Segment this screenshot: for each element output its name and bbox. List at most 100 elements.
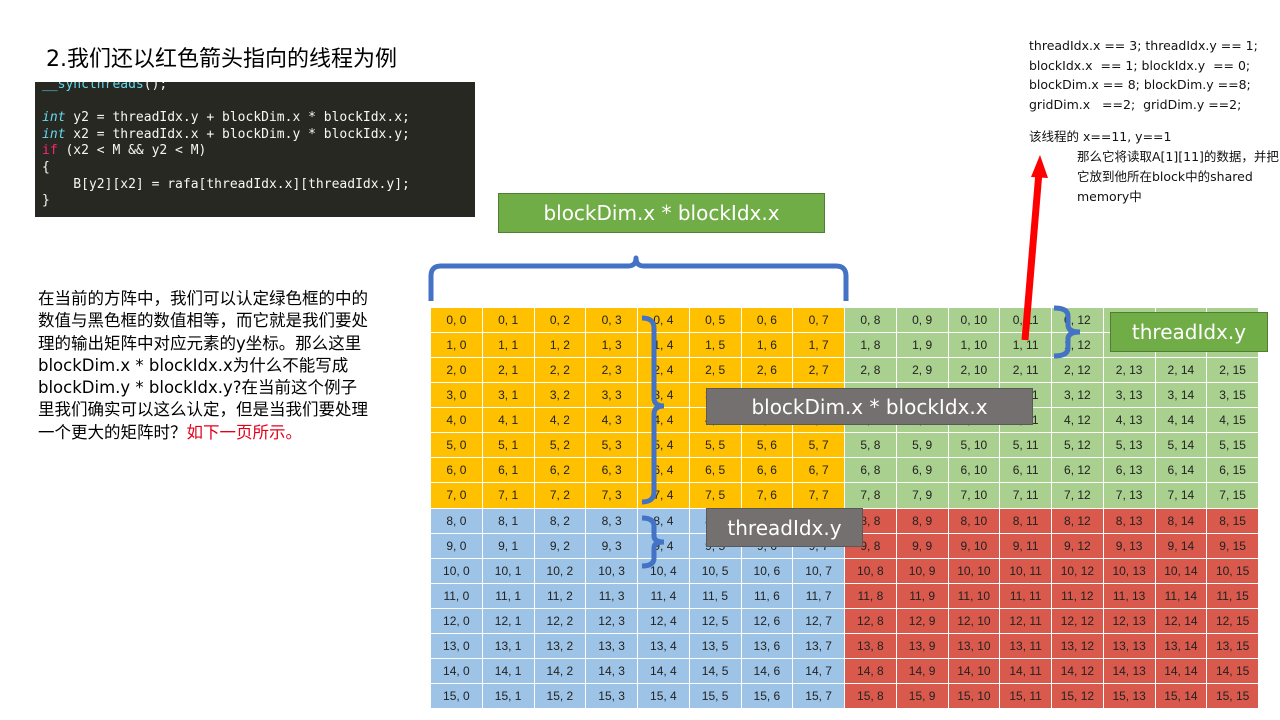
matrix-cell: 13, 12	[1052, 633, 1103, 658]
matrix-cell: 6, 3	[586, 458, 637, 483]
label-blockdim-blockidx-top: blockDim.x * blockIdx.x	[498, 193, 825, 233]
matrix-cell: 10, 13	[1103, 558, 1155, 583]
matrix-cell: 12, 12	[1052, 608, 1103, 633]
matrix-cell: 6, 4	[638, 458, 689, 483]
matrix-cell: 7, 6	[741, 483, 793, 508]
matrix-cell: 0, 11	[1000, 308, 1051, 333]
matrix-cell: 2, 14	[1155, 358, 1207, 383]
code-token: {	[42, 159, 50, 175]
matrix-cell: 13, 15	[1207, 633, 1258, 658]
matrix-cell: 14, 2	[534, 658, 586, 683]
matrix-cell: 11, 6	[741, 583, 793, 608]
matrix-cell: 0, 4	[638, 308, 689, 333]
info-line-grid-dim: gridDim.x ==2; gridDim.y ==2;	[1029, 96, 1242, 112]
matrix-cell: 4, 13	[1103, 408, 1155, 433]
matrix-cell: 1, 8	[845, 333, 896, 358]
matrix-cell: 0, 7	[793, 308, 844, 333]
matrix-cell: 4, 12	[1052, 408, 1103, 433]
matrix-cell: 11, 12	[1052, 583, 1103, 608]
matrix-cell: 9, 4	[638, 533, 689, 558]
matrix-cell: 0, 9	[896, 308, 948, 333]
matrix-cell: 15, 11	[1000, 683, 1051, 708]
matrix-cell: 5, 5	[689, 433, 741, 458]
code-token: if	[42, 143, 58, 159]
matrix-cell: 11, 15	[1207, 583, 1258, 608]
matrix-cell: 13, 4	[638, 633, 689, 658]
code-line	[42, 94, 475, 111]
matrix-cell: 13, 1	[482, 633, 534, 658]
matrix-cell: 2, 2	[534, 358, 586, 383]
matrix-cell: 11, 11	[1000, 583, 1051, 608]
matrix-cell: 13, 14	[1155, 633, 1207, 658]
matrix-cell: 14, 10	[948, 658, 1000, 683]
matrix-cell: 2, 8	[845, 358, 896, 383]
matrix-cell: 11, 8	[845, 583, 896, 608]
matrix-cell: 12, 6	[741, 608, 793, 633]
matrix-cell: 10, 2	[534, 558, 586, 583]
matrix-cell: 5, 10	[948, 433, 1000, 458]
matrix-cell: 10, 3	[586, 558, 637, 583]
matrix-cell: 9, 3	[586, 533, 637, 558]
matrix-cell: 3, 2	[534, 383, 586, 408]
matrix-cell: 15, 9	[896, 683, 948, 708]
matrix-cell: 15, 6	[741, 683, 793, 708]
matrix-cell: 5, 0	[431, 433, 482, 458]
code-line: {	[42, 160, 475, 177]
matrix-cell: 11, 4	[638, 583, 689, 608]
matrix-cell: 12, 14	[1155, 608, 1207, 633]
matrix-cell: 3, 1	[482, 383, 534, 408]
top-brace	[428, 255, 849, 301]
code-token: int	[42, 126, 66, 142]
matrix-cell: 6, 9	[896, 458, 948, 483]
matrix-cell: 4, 4	[638, 408, 689, 433]
matrix-cell: 5, 11	[1000, 433, 1051, 458]
matrix-cell: 12, 8	[845, 608, 896, 633]
matrix-cell: 2, 4	[638, 358, 689, 383]
matrix-cell: 8, 11	[1000, 508, 1051, 533]
matrix-cell: 2, 15	[1207, 358, 1258, 383]
matrix-cell: 13, 9	[896, 633, 948, 658]
code-token: __syncthreads	[42, 82, 144, 92]
matrix-cell: 0, 5	[689, 308, 741, 333]
matrix-cell: 7, 14	[1155, 483, 1207, 508]
code-token: }	[42, 193, 50, 209]
matrix-cell: 0, 6	[741, 308, 793, 333]
matrix-cell: 3, 12	[1052, 383, 1103, 408]
matrix-cell: 10, 12	[1052, 558, 1103, 583]
matrix-cell: 4, 3	[586, 408, 637, 433]
matrix-cell: 1, 0	[431, 333, 482, 358]
matrix-cell: 4, 0	[431, 408, 482, 433]
matrix-cell: 5, 15	[1207, 433, 1258, 458]
matrix-cell: 5, 12	[1052, 433, 1103, 458]
matrix-cell: 12, 4	[638, 608, 689, 633]
matrix-cell: 5, 14	[1155, 433, 1207, 458]
paragraph-next-page-note: 如下一页所示。	[186, 422, 303, 442]
matrix-cell: 11, 1	[482, 583, 534, 608]
matrix-cell: 1, 6	[741, 333, 793, 358]
matrix-cell: 7, 4	[638, 483, 689, 508]
matrix-cell: 10, 7	[793, 558, 844, 583]
matrix-cell: 9, 12	[1052, 533, 1103, 558]
matrix-cell: 13, 7	[793, 633, 844, 658]
matrix-cell: 5, 2	[534, 433, 586, 458]
matrix-cell: 1, 10	[948, 333, 1000, 358]
matrix-cell: 0, 8	[845, 308, 896, 333]
matrix-cell: 14, 6	[741, 658, 793, 683]
matrix-cell: 2, 0	[431, 358, 482, 383]
matrix-cell: 9, 1	[482, 533, 534, 558]
matrix-cell: 3, 14	[1155, 383, 1207, 408]
matrix-cell: 2, 7	[793, 358, 844, 383]
matrix-cell: 10, 9	[896, 558, 948, 583]
matrix-cell: 5, 8	[845, 433, 896, 458]
matrix-cell: 11, 7	[793, 583, 844, 608]
matrix-cell: 7, 10	[948, 483, 1000, 508]
matrix-cell: 15, 1	[482, 683, 534, 708]
slide-title: 2.我们还以红色箭头指向的线程为例	[46, 47, 397, 72]
matrix-cell: 10, 5	[689, 558, 741, 583]
matrix-cell: 10, 0	[431, 558, 482, 583]
code-token: B[y2][x2] = rafa[threadIdx.x][threadIdx.…	[42, 176, 410, 192]
matrix-cell: 2, 1	[482, 358, 534, 383]
matrix-cell: 12, 1	[482, 608, 534, 633]
matrix-cell: 15, 14	[1155, 683, 1207, 708]
matrix-cell: 13, 5	[689, 633, 741, 658]
